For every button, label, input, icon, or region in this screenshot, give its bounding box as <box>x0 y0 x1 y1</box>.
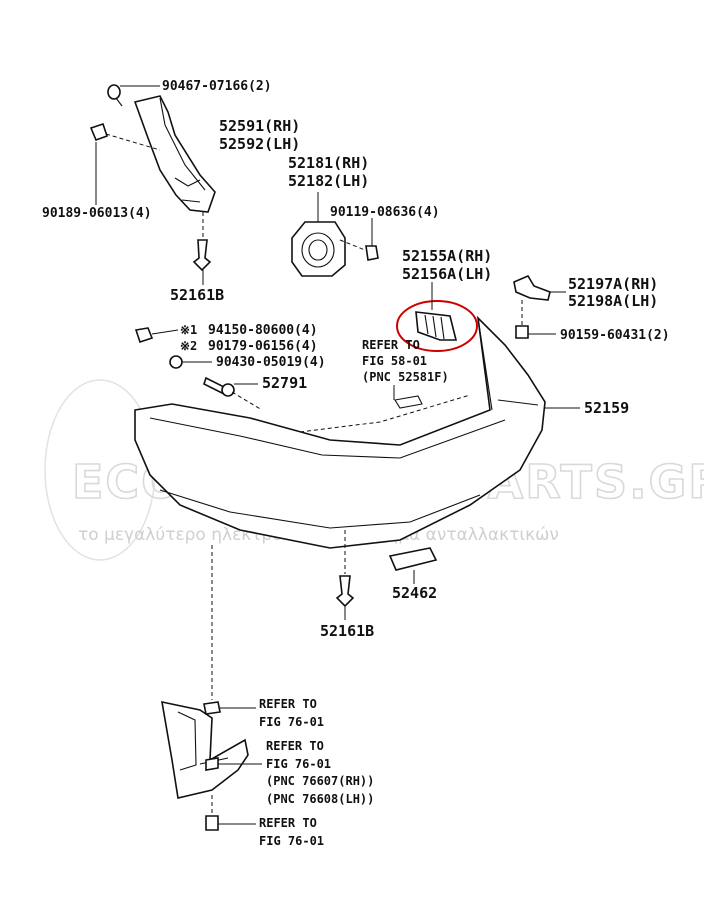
label-refer-76-c1: REFER TO <box>259 816 317 830</box>
rear-bumper <box>134 315 546 549</box>
side-bracket <box>133 95 216 213</box>
fog-lamp <box>291 221 346 277</box>
label-refer-58-c: (PNC 52581F) <box>362 370 449 384</box>
label-52791: 52791 <box>262 374 307 392</box>
nut-94150 <box>134 327 154 344</box>
retainer-52155a <box>396 300 478 352</box>
label-refer-76-b4: (PNC 76608(LH)) <box>266 792 374 806</box>
screw-52791 <box>203 376 263 411</box>
label-52161b-top: 52161B <box>170 286 224 304</box>
label-90189: 90189-06013(4) <box>42 206 152 221</box>
label-52182: 52182(LH) <box>288 172 369 190</box>
label-52161b-bottom: 52161B <box>320 622 374 640</box>
screw-90159 <box>515 300 529 339</box>
bolt-90467 <box>107 84 123 107</box>
label-52197a: 52197A(RH) <box>568 275 658 293</box>
label-94150: 94150-80600(4) <box>208 323 318 338</box>
clip-52161b-top <box>192 212 212 272</box>
label-refer-58-b: FIG 58-01 <box>362 354 427 368</box>
label-90119: 90119-08636(4) <box>330 205 440 220</box>
labels: 90467-07166(2) 52591(RH) 52592(LH) 90189… <box>42 79 670 848</box>
label-52462: 52462 <box>392 584 437 602</box>
label-refer-76-a2: FIG 76-01 <box>259 715 324 729</box>
label-52159: 52159 <box>584 399 629 417</box>
label-refer-76-b1: REFER TO <box>266 739 324 753</box>
label-refer-76-b2: FIG 76-01 <box>266 757 331 771</box>
label-refer-76-b3: (PNC 76607(RH)) <box>266 774 374 788</box>
label-52592: 52592(LH) <box>219 135 300 153</box>
mud-guard <box>161 700 249 799</box>
part-52462 <box>388 547 438 571</box>
label-90430: 90430-05019(4) <box>216 355 326 370</box>
label-52156a: 52156A(LH) <box>402 265 492 283</box>
label-52198a: 52198A(LH) <box>568 292 658 310</box>
clip-90189 <box>89 122 161 151</box>
label-52591: 52591(RH) <box>219 117 300 135</box>
label-refer-76-c2: FIG 76-01 <box>259 834 324 848</box>
highlight-circle <box>396 300 478 352</box>
screw-90119 <box>339 239 379 261</box>
mud-guard-clip <box>203 701 221 715</box>
mud-guard-screw-mid <box>205 757 219 771</box>
bracket-52197a <box>513 274 551 301</box>
label-refer-76-a1: REFER TO <box>259 697 317 711</box>
label-refer-58-a: REFER TO <box>362 338 420 352</box>
clip-52161b-bottom <box>335 530 355 608</box>
label-90467: 90467-07166(2) <box>162 79 272 94</box>
label-mark-1: ※1 <box>180 323 197 337</box>
mud-guard-screw-bottom <box>205 795 219 831</box>
label-mark-2: ※2 <box>180 339 197 353</box>
label-52181: 52181(RH) <box>288 154 369 172</box>
label-52155a: 52155A(RH) <box>402 247 492 265</box>
label-90179: 90179-06156(4) <box>208 339 318 354</box>
clip-90179 <box>169 355 183 369</box>
label-90159: 90159-60431(2) <box>560 328 670 343</box>
